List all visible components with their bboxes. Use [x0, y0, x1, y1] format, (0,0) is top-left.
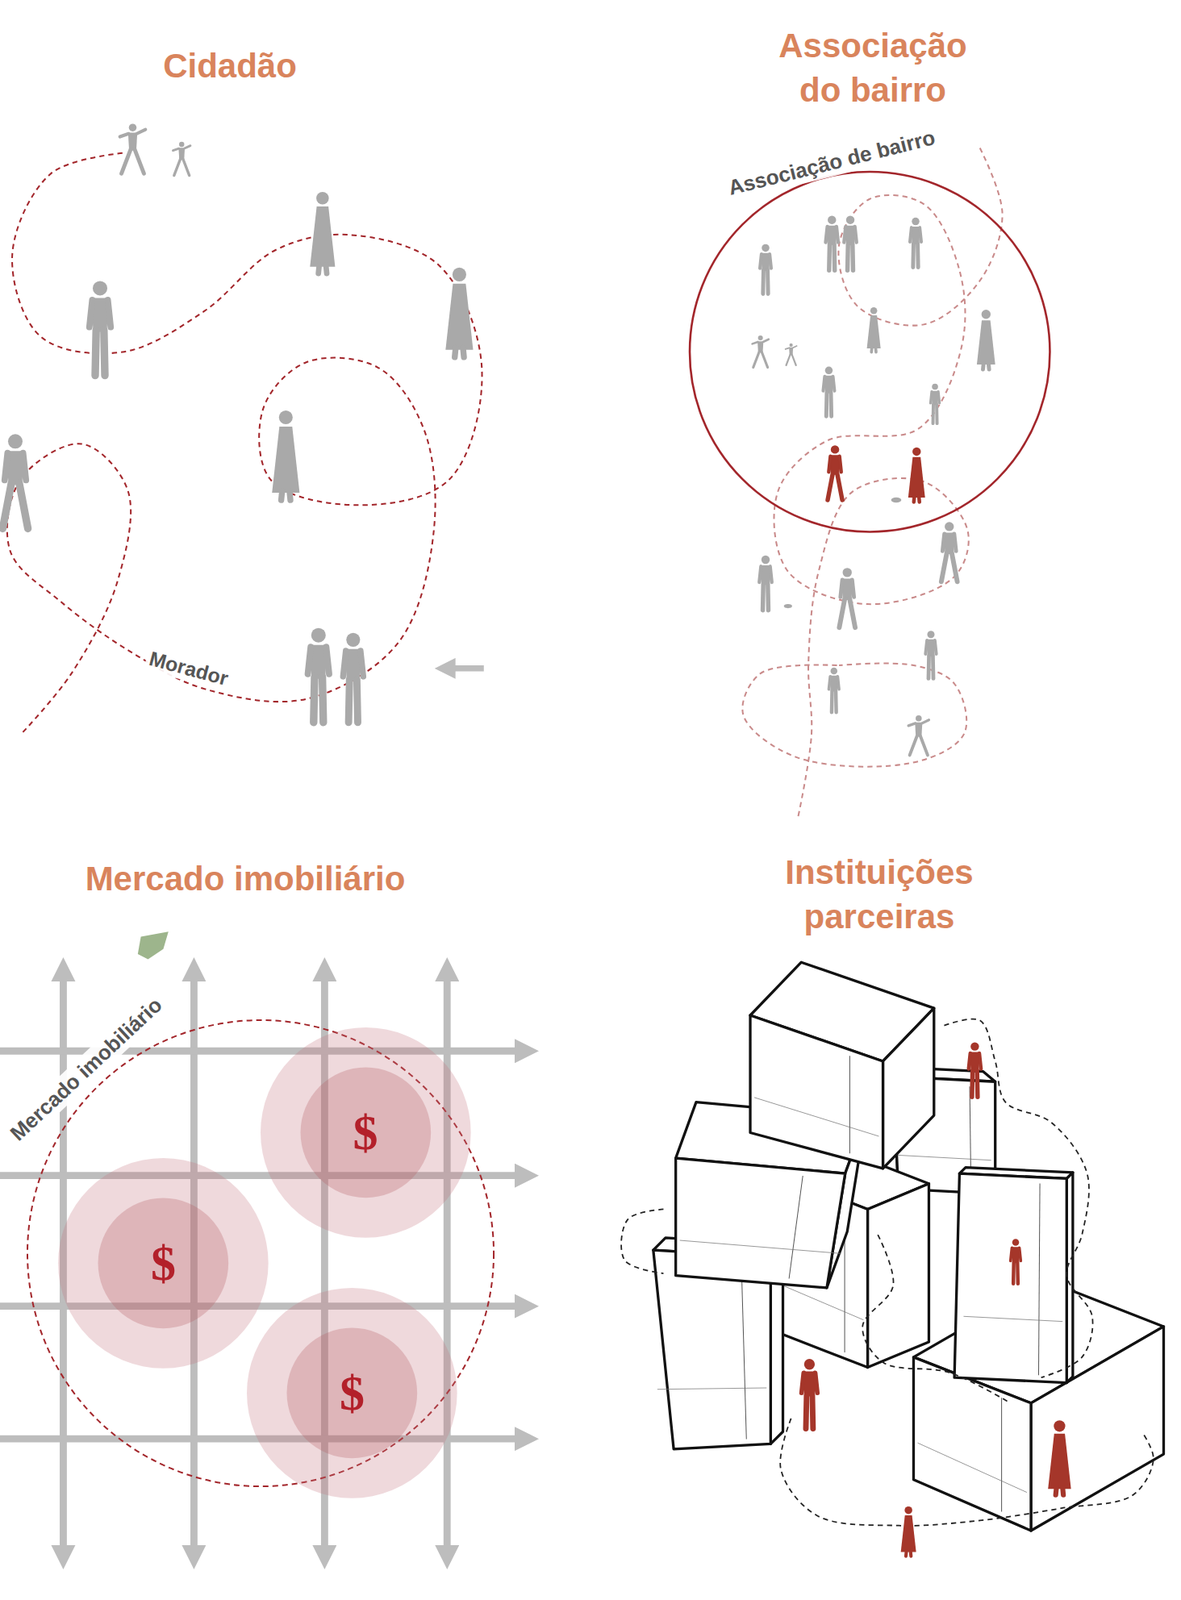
person-figure	[759, 244, 772, 295]
person-figure	[445, 267, 473, 358]
dog-figure	[891, 497, 902, 503]
value-symbol: $	[352, 1104, 378, 1162]
trajectory-line	[7, 153, 483, 734]
panel-heading: Instituições parceiras	[746, 851, 1013, 939]
person-figure	[89, 280, 111, 376]
circle-label: Mercado imobiliário	[2, 989, 171, 1149]
green-patch	[137, 931, 169, 960]
person-figure	[822, 367, 835, 418]
value-symbol: $	[150, 1235, 176, 1293]
person-figure	[271, 410, 300, 501]
building-box	[750, 962, 935, 1169]
panel-heading: Mercado imobiliário	[3, 857, 488, 902]
trajectory-line	[943, 1019, 1093, 1379]
dog-figure	[784, 604, 793, 609]
person-figure	[1047, 1420, 1071, 1496]
value-halo: $	[260, 1027, 472, 1239]
trajectory-line	[862, 1235, 1011, 1404]
circle-label: Associação de bairro	[721, 124, 941, 204]
path-label: Morador	[143, 645, 234, 693]
person-figure	[829, 667, 840, 714]
person-figure	[867, 307, 881, 353]
person-figure	[908, 447, 926, 503]
panel-heading: Cidadão	[68, 44, 392, 89]
person-figure	[909, 217, 922, 268]
person-figure	[759, 555, 772, 611]
person-figure	[752, 335, 769, 368]
person-figure	[901, 1506, 917, 1557]
building-box	[954, 1168, 1073, 1384]
person-figure	[827, 445, 843, 501]
person-figure	[785, 343, 798, 366]
value-symbol: $	[339, 1364, 365, 1423]
trajectory-line	[773, 147, 1002, 817]
person-figure	[308, 628, 330, 723]
person-figure	[826, 215, 839, 271]
direction-arrow	[445, 665, 485, 672]
person-figure	[838, 567, 856, 628]
person-figure	[976, 309, 996, 370]
person-figure	[1010, 1239, 1022, 1285]
value-halo: $	[246, 1288, 458, 1499]
person-figure	[843, 215, 856, 271]
person-figure	[941, 521, 958, 582]
trajectory-line	[780, 1418, 1154, 1527]
panel-heading: Associação do bairro	[755, 24, 990, 113]
person-figure	[120, 123, 147, 174]
person-figure	[172, 141, 191, 176]
association-circle: Associação de bairro	[688, 170, 1052, 534]
person-figure	[925, 630, 936, 679]
value-halo: $	[58, 1158, 269, 1369]
person-figure	[930, 383, 939, 424]
street-grid	[0, 969, 527, 1558]
person-figure	[968, 1042, 981, 1098]
person-figure	[309, 191, 335, 274]
person-figure	[342, 633, 364, 723]
association-circle-outline	[688, 170, 1052, 534]
person-figure	[801, 1359, 818, 1429]
market-circle: Mercado imobiliário$$$	[25, 1018, 496, 1489]
person-figure	[908, 715, 929, 756]
trajectory-line	[621, 1209, 664, 1274]
person-figure	[2, 434, 28, 529]
